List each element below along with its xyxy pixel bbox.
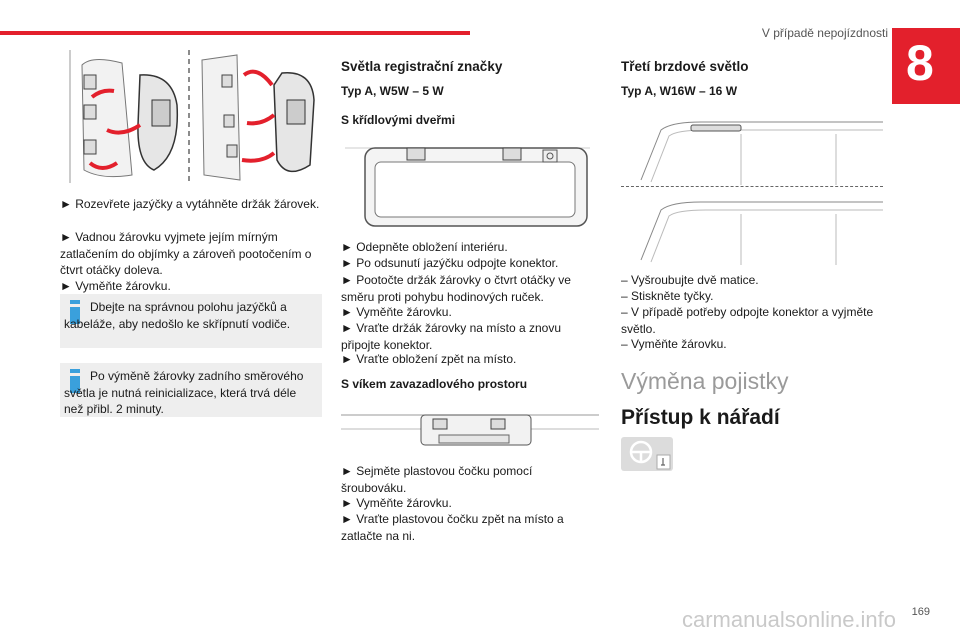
tailgate-step-2: ► Vyměňte žárovku.: [341, 496, 452, 510]
brake-step-1: – Vyšroubujte dvě matice.: [621, 273, 759, 287]
subheading-wing-doors: S křídlovými dveřmi: [341, 113, 456, 127]
illustration-divider: [621, 186, 883, 187]
subsection-title-tool-access: Přístup k nářadí: [621, 406, 780, 429]
tailgate-step-1: ► Sejměte plastovou čočku pomocí šroubov…: [341, 464, 533, 495]
bulb-type-a: Typ A, W5W – 5 W: [341, 84, 444, 98]
info-box-reinit: Po výměně žárovky zadního směrového svět…: [60, 363, 322, 417]
steering-wheel-icon: [621, 437, 673, 471]
header-accent-bar: [0, 31, 470, 35]
bulb-type-a-w16w: Typ A, W16W – 16 W: [621, 84, 738, 98]
chapter-number: 8: [906, 35, 934, 91]
wing-step-1: ► Odepněte obložení interiéru.: [341, 240, 508, 254]
brake-step-2: – Stiskněte tyčky.: [621, 289, 714, 303]
page-number: 169: [911, 606, 930, 618]
wing-step-6: ► Vraťte obložení zpět na místo.: [341, 352, 517, 366]
brake-step-4: – Vyměňte žárovku.: [621, 337, 727, 351]
step-3: ► Vyměňte žárovku.: [60, 279, 171, 293]
bulb-holder-illustration: [62, 45, 324, 185]
plate-light-wing-doors-illustration: [345, 147, 590, 227]
tailgate-step-3: ► Vraťte plastovou čočku zpět na místo a…: [341, 512, 564, 543]
watermark-logo: carmanualsonline.info: [682, 607, 897, 632]
step-2: ► Vadnou žárovku vyjmete jejím mírným za…: [60, 230, 312, 277]
plate-light-tailgate-illustration: [341, 414, 599, 446]
info-box-tabs: Dbejte na správnou polohu jazýčků a kabe…: [60, 294, 322, 348]
step-1: ► Rozevřete jazýčky a vytáhněte držák žá…: [60, 197, 320, 211]
page-header-title: V případě nepojízdnosti: [761, 26, 888, 40]
info-icon: [70, 369, 80, 393]
wing-step-3: ► Pootočte držák žárovky o čtvrt otáčky …: [341, 273, 571, 304]
info-box-reinit-text: Po výměně žárovky zadního směrového svět…: [64, 369, 304, 416]
wing-step-4: ► Vyměňte žárovku.: [341, 305, 452, 319]
third-brake-light-illustration: [640, 121, 883, 265]
wing-step-5: ► Vraťte držák žárovky na místo a znovu …: [341, 321, 562, 352]
section-title-fuse-replacement: Výměna pojistky: [621, 368, 789, 394]
subheading-tailgate: S víkem zavazadlového prostoru: [341, 377, 528, 391]
wing-step-2: ► Po odsunutí jazýčku odpojte konektor.: [341, 256, 559, 270]
section-heading-third-brake-light: Třetí brzdové světlo: [621, 59, 749, 74]
section-heading-plate-lights: Světla registrační značky: [341, 59, 503, 74]
info-icon: [70, 300, 80, 324]
info-box-tabs-text: Dbejte na správnou polohu jazýčků a kabe…: [64, 300, 291, 331]
brake-step-3: – V případě potřeby odpojte konektor a v…: [621, 305, 874, 336]
chapter-tab: 8: [892, 28, 960, 104]
